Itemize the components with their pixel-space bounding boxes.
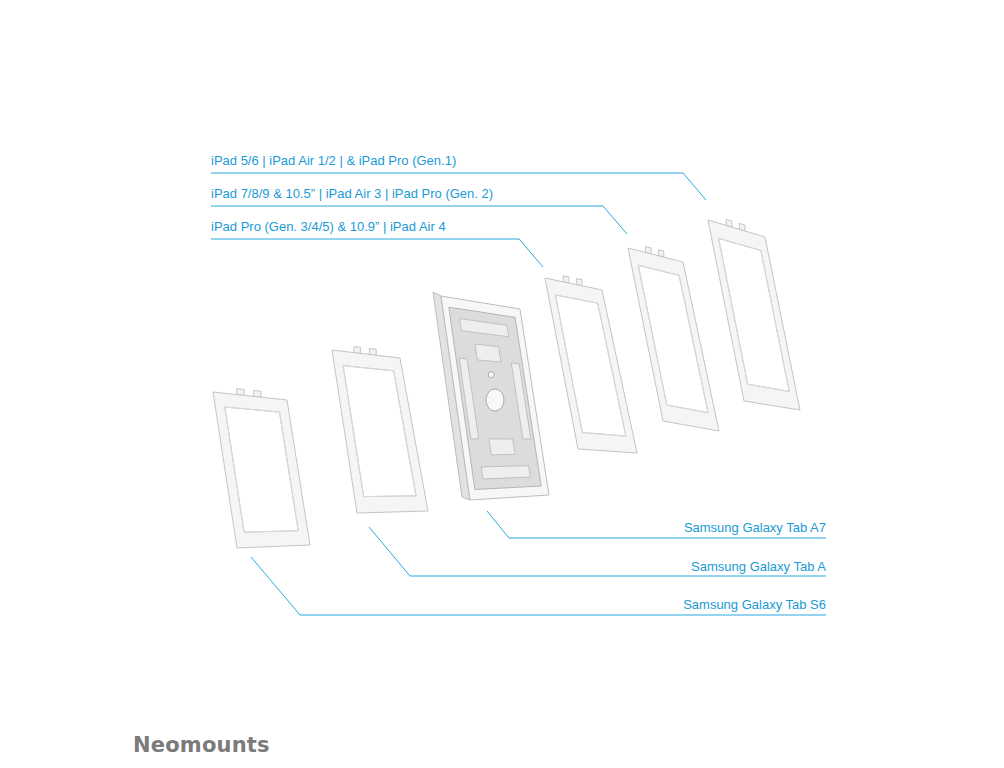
leader-line — [251, 557, 826, 615]
leader-group — [211, 173, 826, 615]
adapter-frame — [628, 247, 719, 432]
adapter-frame — [332, 347, 428, 513]
frame-group — [213, 219, 800, 548]
housing-rib — [460, 319, 509, 337]
frame-body — [545, 278, 637, 453]
frame-body — [628, 248, 719, 431]
frame-edge — [225, 407, 298, 532]
cable-hole — [486, 389, 504, 411]
housing-recess — [449, 307, 541, 489]
frame-edge — [638, 265, 708, 412]
leader-line — [487, 511, 826, 538]
mount-housing — [433, 292, 549, 500]
frame-edge — [555, 295, 626, 436]
housing-front — [441, 296, 549, 500]
callout-label: Samsung Galaxy Tab A7 — [684, 520, 826, 536]
callout-label: iPad 7/8/9 & 10.5” | iPad Air 3 | iPad P… — [211, 186, 493, 202]
housing-rib — [489, 439, 515, 455]
frame-body — [708, 220, 800, 410]
frame-body — [332, 350, 428, 513]
adapter-frame — [213, 389, 310, 548]
frame-edge — [343, 366, 416, 497]
adapter-frame — [708, 219, 800, 410]
adapter-frame — [545, 276, 637, 453]
frame-body — [213, 392, 310, 548]
housing-rib — [511, 363, 531, 439]
frame-edge — [719, 238, 790, 391]
leader-line — [211, 239, 543, 267]
screw-hole — [488, 372, 494, 378]
leader-line — [211, 206, 627, 234]
callout-label: Samsung Galaxy Tab A — [691, 559, 826, 575]
brand-logo: Neomounts — [133, 732, 270, 758]
callout-label: Samsung Galaxy Tab S6 — [683, 597, 826, 613]
housing-rib — [475, 344, 501, 362]
housing-rib — [459, 358, 479, 439]
callout-label: iPad 5/6 | iPad Air 1/2 | & iPad Pro (Ge… — [211, 153, 456, 169]
callout-label: iPad Pro (Gen. 3/4/5) & 10.9” | iPad Air… — [211, 219, 446, 235]
housing-rib — [481, 466, 530, 479]
